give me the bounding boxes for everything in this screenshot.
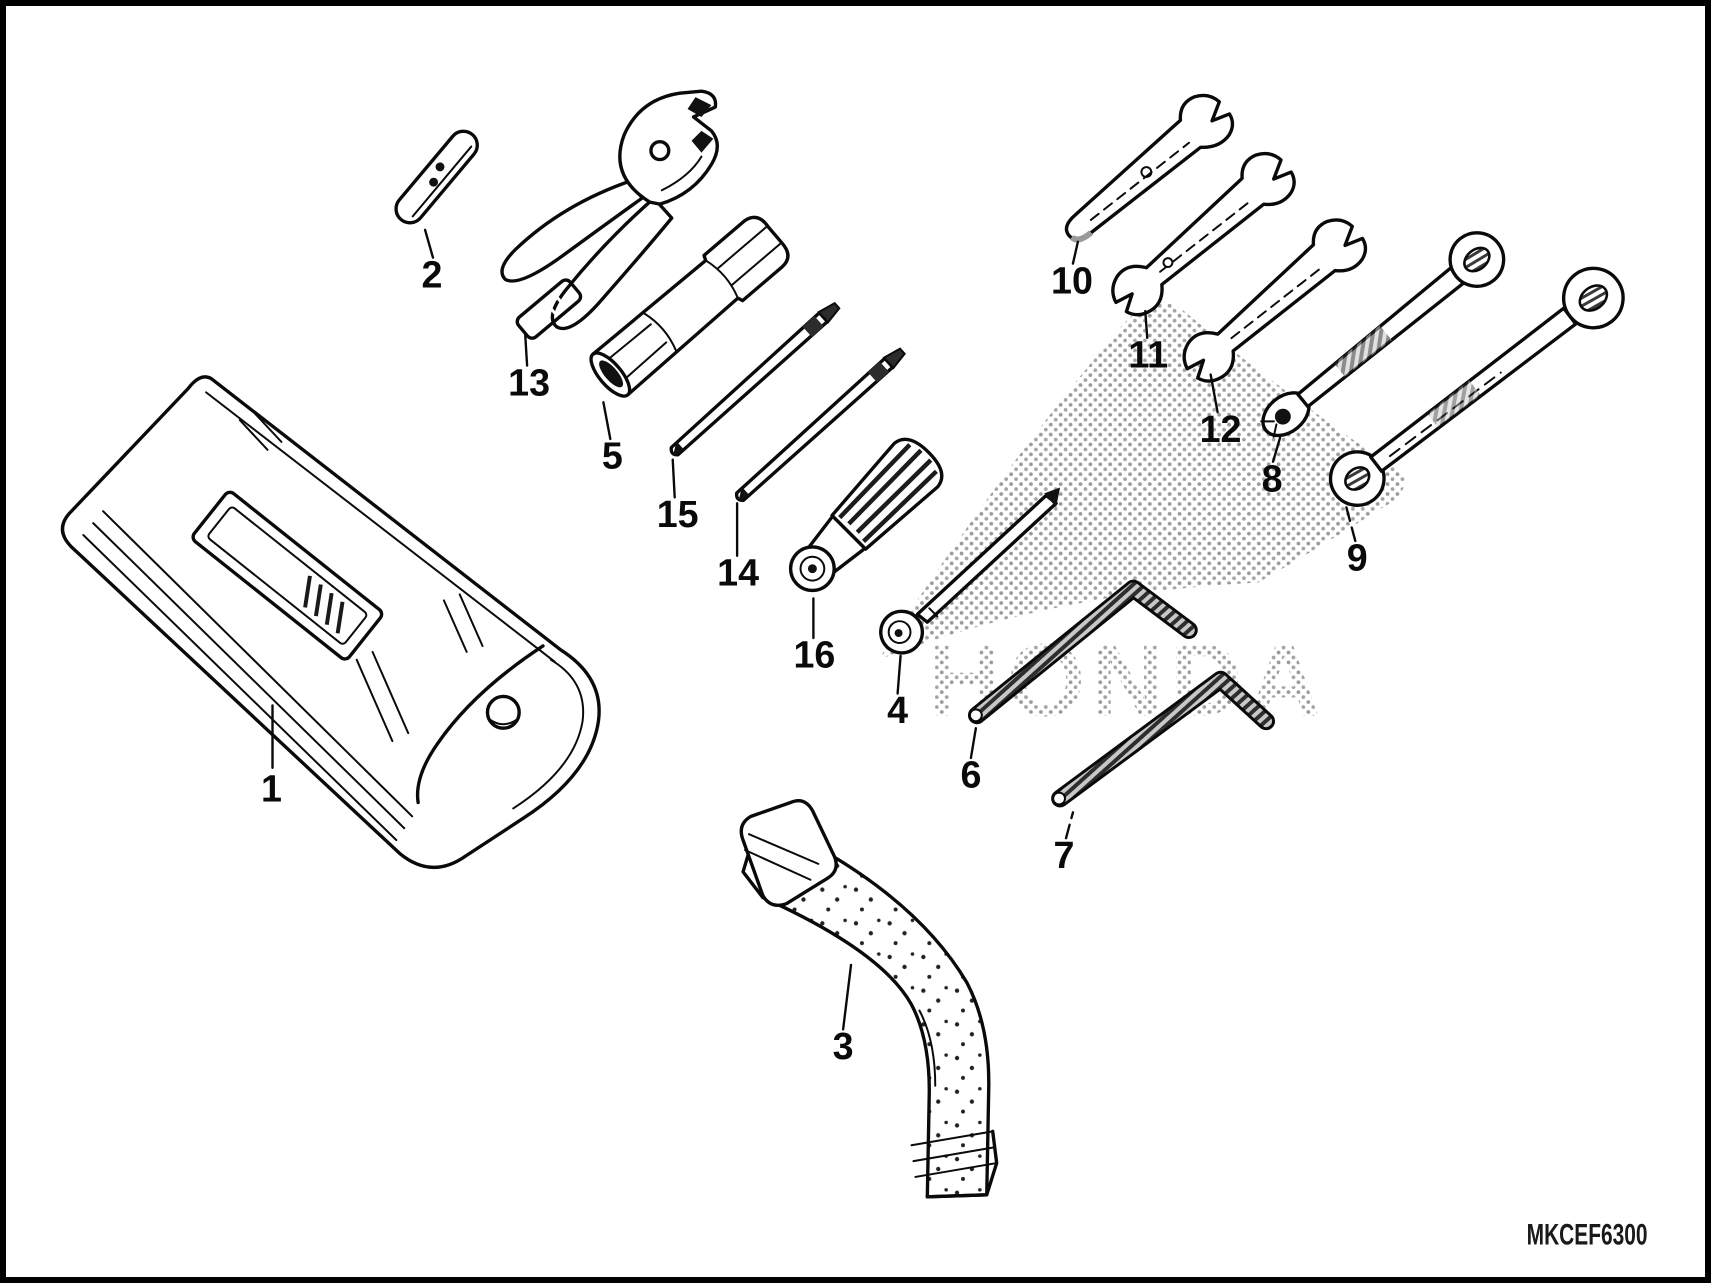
part-callouts: 1 2 3 4 5 6 7 8 9 10 11 12 13 14 15 16 [261,253,1368,1067]
part-13-pliers-drawing [500,89,719,340]
callout-14: 14 [717,552,759,594]
part-16-driver-grip-drawing [788,437,944,593]
part-11-open-end-wrench-drawing [1098,142,1304,327]
part-15-driver-blade-drawing [669,301,841,457]
callout-1: 1 [261,767,282,809]
part-14-driver-blade-drawing [734,347,906,503]
leader-lines [271,228,1357,1031]
callout-16: 16 [793,634,835,676]
callout-7: 7 [1054,834,1075,876]
callout-12: 12 [1200,408,1242,450]
callout-3: 3 [833,1025,854,1067]
callout-5: 5 [602,435,623,477]
part-7-hex-key-drawing [1051,670,1276,808]
part-3-band-drawing [739,799,999,1199]
callout-10: 10 [1051,259,1093,301]
part-4-extension-bar-drawing [879,487,1061,655]
part-8-box-wrench-drawing [1260,231,1506,438]
callout-13: 13 [508,361,550,403]
tool-kit-exploded-diagram: HONDA [60,6,1648,1251]
callout-15: 15 [657,493,699,535]
part-2-tool-handle-drawing [394,129,479,225]
callout-8: 8 [1262,457,1283,499]
part-1-tool-bag-drawing [60,375,601,870]
part-6-hex-key-drawing [967,579,1198,725]
diagram-part-code: MKCEF6300 [1527,1218,1648,1251]
callout-6: 6 [960,754,981,796]
part-5-plug-wrench-drawing [589,215,790,398]
callout-9: 9 [1347,537,1368,579]
callout-2: 2 [422,253,443,295]
part-9-box-wrench-drawing [1328,266,1625,507]
callout-4: 4 [887,689,908,731]
callout-11: 11 [1128,334,1168,376]
